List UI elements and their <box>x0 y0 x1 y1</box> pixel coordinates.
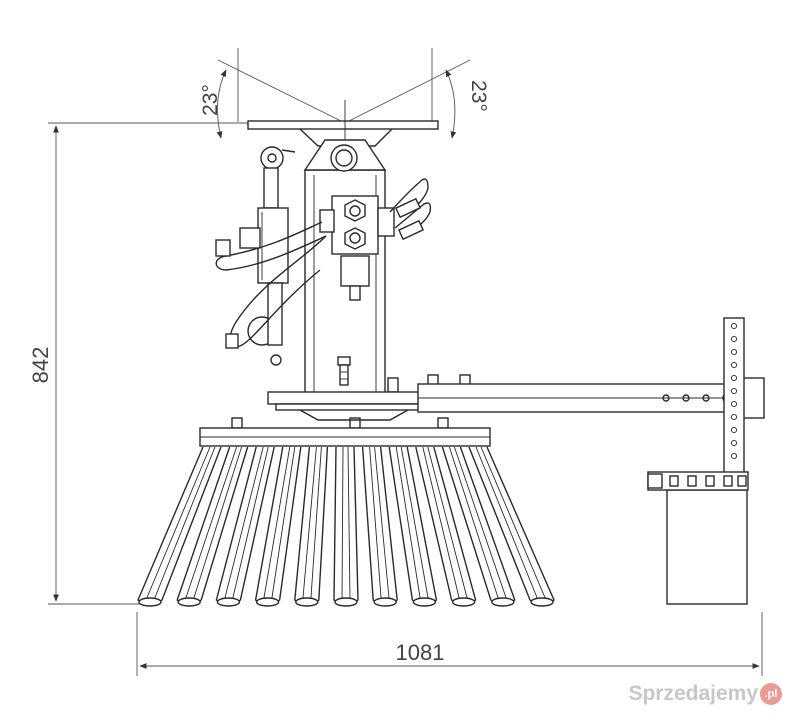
brush-bristles <box>137 446 555 607</box>
height-dimension-label: 842 <box>28 347 53 384</box>
adjust-hole <box>730 322 738 330</box>
adjust-hole <box>730 400 738 408</box>
box-bolt <box>737 475 747 487</box>
angle-right-label: 23° <box>467 80 490 112</box>
angle-left-dimension: 23° <box>199 48 346 139</box>
adjust-hole <box>730 374 738 382</box>
bristle <box>254 446 302 607</box>
adjust-hole <box>730 452 738 460</box>
watermark-badge: .pl <box>760 683 782 705</box>
width-dimension-label: 1081 <box>396 640 445 665</box>
bristle <box>176 446 249 607</box>
brush-mount-plate <box>199 427 491 447</box>
side-box <box>647 471 749 605</box>
angle-left-label: 23° <box>199 84 222 116</box>
adjust-hole <box>730 387 738 395</box>
bristle <box>215 446 275 607</box>
tilt-cylinder <box>239 146 296 366</box>
bristle <box>415 446 477 607</box>
adjust-hole <box>730 335 738 343</box>
hydraulic-hoses <box>215 221 327 349</box>
bristle <box>441 446 516 607</box>
bristle <box>361 446 398 607</box>
bristle <box>388 446 438 607</box>
angle-right-dimension: 23° <box>344 48 490 139</box>
watermark: Sprzedajemy .pl <box>628 682 782 706</box>
watermark-text: Sprzedajemy <box>628 682 758 705</box>
adjust-hole <box>730 426 738 434</box>
quick-couplers <box>389 178 432 241</box>
adjust-hole <box>730 439 738 447</box>
bristle <box>294 446 329 607</box>
width-dimension: 1081 <box>136 612 763 676</box>
adjust-hole <box>730 413 738 421</box>
box-bolt <box>723 475 733 487</box>
box-bolt <box>669 475 679 487</box>
box-bolt <box>687 475 697 487</box>
adjust-hole <box>730 348 738 356</box>
vertical-adjust-bar <box>723 317 745 479</box>
height-dimension: 842 <box>28 122 250 605</box>
valve-block <box>319 195 395 301</box>
bristle <box>137 446 222 607</box>
bristle <box>468 446 555 607</box>
side-arm <box>417 377 765 419</box>
adjust-hole <box>730 361 738 369</box>
box-bolt <box>705 475 715 487</box>
height-adjuster <box>337 356 351 386</box>
bristle <box>333 446 359 607</box>
